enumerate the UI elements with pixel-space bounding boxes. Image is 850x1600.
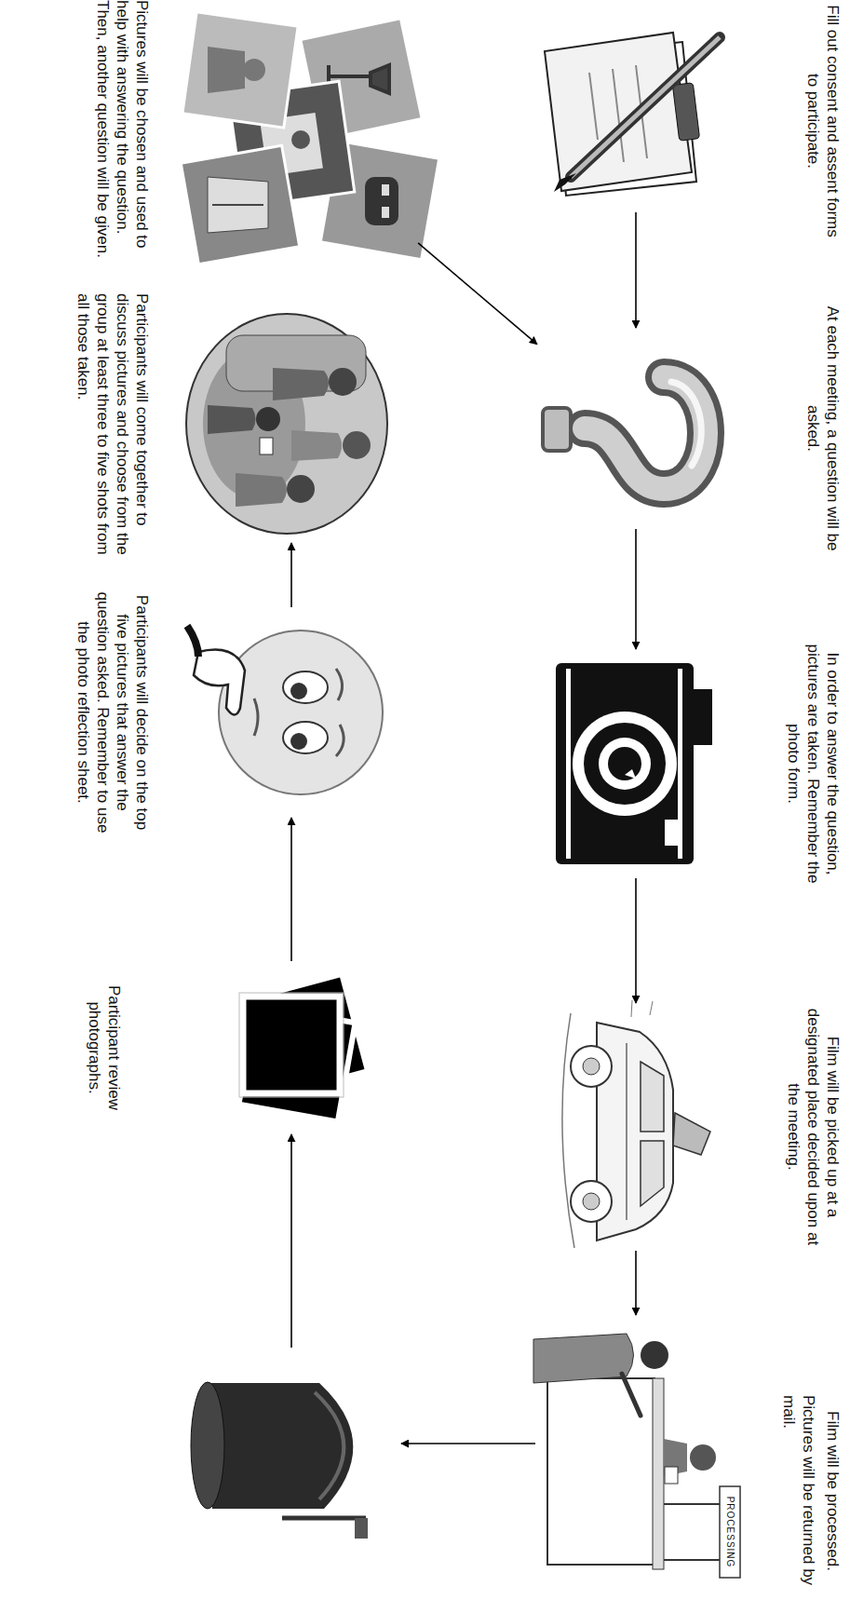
car-icon — [562, 999, 711, 1248]
step-caption: Participants will come together to discu… — [73, 293, 152, 564]
step-caption: Film will be processed. — [823, 1410, 843, 1597]
mailbox-icon — [190, 1381, 368, 1539]
step-node: Participants will come together to discu… — [179, 311, 404, 536]
step-node: Film will be processed. — [542, 1322, 729, 1565]
flow-arrow — [634, 528, 637, 649]
flow-arrow — [634, 212, 637, 328]
step-caption: Participants will decide on the top five… — [73, 581, 152, 843]
photographs-icon — [238, 973, 368, 1122]
flow-arrow — [634, 877, 637, 1003]
flow-arrow — [290, 1133, 293, 1348]
step-node: Film will be picked up at a designated p… — [542, 1010, 729, 1243]
step-node: Pictures will be chosen and used to help… — [170, 9, 413, 261]
step-node: At each meeting, a question will be aske… — [542, 335, 729, 522]
flow-arrow — [418, 242, 538, 345]
sign-label: PROCESSING — [723, 1485, 737, 1578]
question-mark-icon — [542, 377, 706, 489]
step-caption: Pictures will be returned by mail. — [779, 1394, 819, 1598]
step-node: Participants will decide on the top five… — [188, 614, 394, 810]
flow-arrow — [290, 817, 293, 961]
thinking-face-icon — [187, 625, 383, 795]
step-caption: Film will be picked up at a designated p… — [783, 1000, 843, 1253]
step-caption: Pictures will be chosen and used to help… — [93, 0, 152, 266]
step-caption: Participant review photographs. — [84, 940, 124, 1155]
clipboard-icon — [544, 32, 720, 196]
flow-arrow — [634, 1250, 637, 1315]
step-node: Pictures will be returned by mail. — [188, 1354, 394, 1532]
camera-icon — [555, 662, 713, 864]
photo-lab-counter-icon — [533, 1333, 741, 1578]
step-caption: In order to answer the question, picture… — [783, 628, 843, 899]
step-caption: At each meeting, a question will be aske… — [803, 302, 843, 554]
step-node: Fill out consent and assent forms to par… — [542, 18, 729, 205]
step-caption: Fill out consent and assent forms to par… — [803, 0, 843, 243]
step-node: Participant review photographs. — [198, 968, 385, 1127]
group-discussion-icon — [186, 313, 388, 534]
step-node: In order to answer the question, picture… — [542, 656, 729, 871]
picture-collage-icon — [180, 12, 439, 265]
flow-arrow — [290, 542, 293, 608]
flow-arrow — [401, 1442, 536, 1444]
